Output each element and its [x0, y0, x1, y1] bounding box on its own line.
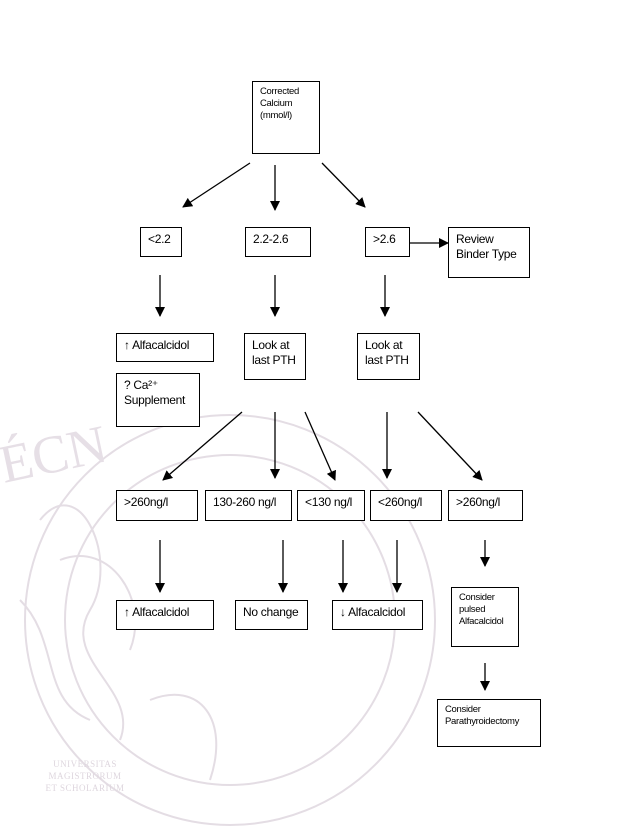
mid-look-pth-box: Look at last PTH [244, 333, 306, 380]
parathyroidectomy-box: Consider Parathyroidectomy [437, 699, 541, 747]
high-pth-over-260-box: >260ng/l [448, 490, 523, 521]
no-change-box: No change [235, 600, 308, 630]
range-mid-box: 2.2-2.6 [245, 227, 311, 257]
low-alfacalcidol-increase-box: ↑ Alfacalcidol [116, 333, 214, 362]
high-pth-under-260-box: <260ng/l [370, 490, 442, 521]
mid-pth-under-130-box: <130 ng/l [297, 490, 365, 521]
high-look-pth-box: Look at last PTH [357, 333, 420, 380]
seal-motto: UNIVERSITAS MAGISTRORUM ET SCHOLARIUM [45, 759, 125, 793]
mid-alfacalcidol-increase-box: ↑ Alfacalcidol [116, 600, 214, 630]
range-high-box: >2.6 [365, 227, 410, 257]
corrected-calcium-box: Corrected Calcium (mmol/l) [252, 81, 320, 154]
calcium-supplement-box: ? Ca²⁺ Supplement [116, 373, 200, 427]
mid-pth-over-260-box: >260ng/l [116, 490, 198, 521]
pulsed-alfacalcidol-box: Consider pulsed Alfacalcidol [451, 587, 519, 647]
range-low-box: <2.2 [140, 227, 182, 257]
alfacalcidol-decrease-box: ↓ Alfacalcidol [332, 600, 423, 630]
mid-pth-130-260-box: 130-260 ng/l [205, 490, 292, 521]
review-binder-box: Review Binder Type [448, 227, 530, 278]
